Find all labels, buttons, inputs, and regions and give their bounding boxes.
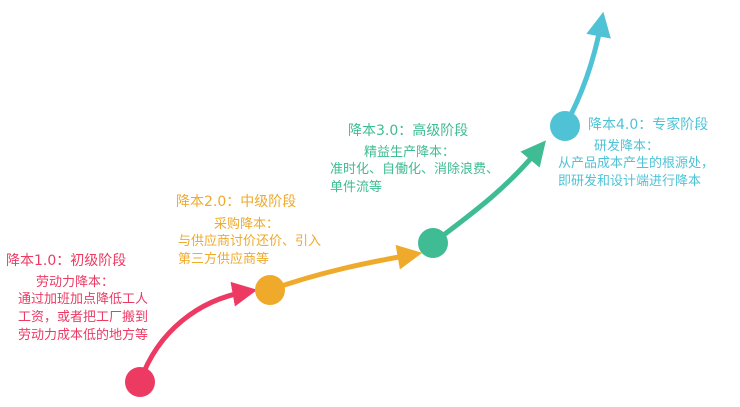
stage-3-node — [418, 228, 448, 258]
stage-1-title: 降本1.0：初级阶段 — [6, 253, 127, 269]
path-segment-1-arrow — [137, 281, 258, 385]
stage-3-title: 降本3.0：高级阶段 — [348, 123, 469, 139]
stage-1-label: 降本1.0：初级阶段 劳动力降本： 通过加班加点降低工人工资，或者把工厂搬到劳动… — [6, 252, 156, 344]
stage-2-subtitle: 采购降本： — [214, 216, 280, 232]
stage-3-description: 准时化、自働化、消除浪费、单件流等 — [330, 162, 500, 195]
stage-2-description: 与供应商讨价还价、引入第三方供应商等 — [178, 234, 322, 267]
stage-4-title: 降本4.0：专家阶段 — [588, 117, 709, 133]
stage-1-subtitle: 劳动力降本： — [36, 274, 115, 290]
stage-2-title: 降本2.0：中级阶段 — [176, 194, 297, 210]
stage-4-label: 降本4.0：专家阶段 研发降本： 从产品成本产生的根源处，即研发和设计端进行降本 — [558, 116, 728, 191]
stage-2-label: 降本2.0：中级阶段 采购降本： 与供应商讨价还价、引入第三方供应商等 — [176, 193, 336, 269]
path-segment-3-arrow — [430, 140, 546, 246]
path-segment-2-arrow — [267, 244, 423, 293]
stage-4-node — [550, 111, 580, 141]
stage-3-subtitle: 精益生产降本： — [364, 144, 456, 160]
stage-4-subtitle: 研发降本： — [594, 138, 660, 154]
path-segment-4-arrow — [562, 11, 611, 129]
stage-4-description: 从产品成本产生的根源处，即研发和设计端进行降本 — [558, 156, 715, 189]
stage-1-description: 通过加班加点降低工人工资，或者把工厂搬到劳动力成本低的地方等 — [18, 292, 149, 343]
stage-3-label: 降本3.0：高级阶段 精益生产降本： 准时化、自働化、消除浪费、单件流等 — [330, 122, 500, 197]
stage-2-node — [255, 275, 285, 305]
stage-1-node — [125, 367, 155, 397]
